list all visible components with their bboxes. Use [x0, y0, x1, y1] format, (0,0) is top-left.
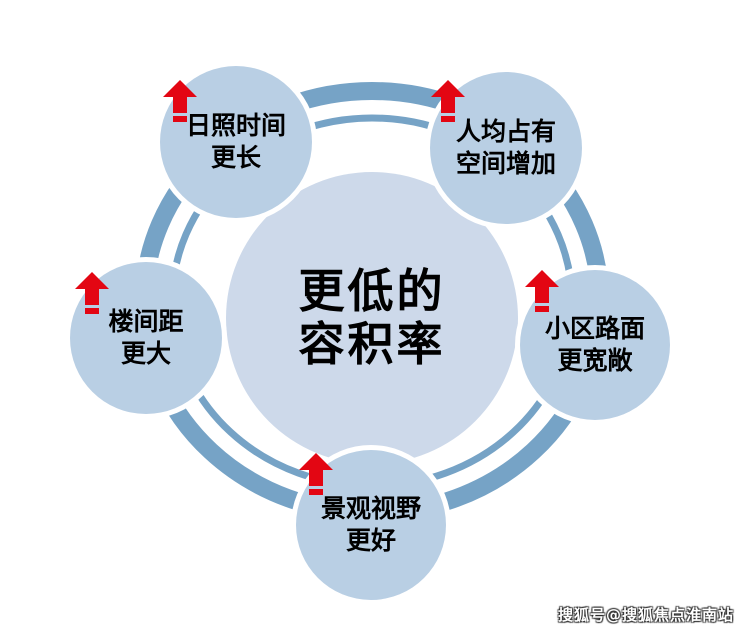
- node-building-spacing: 楼间距 更大: [70, 262, 222, 414]
- center-title-line2: 容积率: [298, 317, 446, 371]
- node-landscape-view: 景观视野 更好: [296, 450, 446, 600]
- center-circle: 更低的 容积率: [226, 172, 518, 464]
- node-label-line1: 景观视野: [320, 493, 421, 523]
- up-arrow-icon: [431, 80, 465, 122]
- watermark: 搜狐号@搜狐焦点淮南站: [557, 606, 734, 624]
- node-label-line2: 更大: [120, 339, 171, 368]
- node-label-line2: 更宽敞: [557, 346, 633, 375]
- up-arrow-icon: [299, 453, 333, 495]
- up-arrow-icon: [525, 270, 559, 312]
- node-circle: 人均占有 空间增加: [430, 72, 582, 224]
- node-label-line1: 人均占有: [455, 116, 556, 146]
- node-label-line2: 更好: [345, 526, 396, 555]
- up-arrow-icon: [163, 80, 197, 122]
- center-title-line1: 更低的: [298, 264, 446, 319]
- node-label-line2: 空间增加: [455, 149, 556, 178]
- node-label-line1: 日照时间: [185, 110, 286, 140]
- node-community-road: 小区路面 更宽敞: [520, 270, 670, 420]
- node-label-line1: 小区路面: [544, 313, 645, 343]
- node-per-capita-space: 人均占有 空间增加: [430, 72, 582, 224]
- node-label-line1: 楼间距: [108, 306, 184, 336]
- up-arrow-icon: [75, 272, 109, 314]
- node-label-line2: 更长: [210, 143, 261, 172]
- node-sunshine-time: 日照时间 更长: [160, 66, 312, 218]
